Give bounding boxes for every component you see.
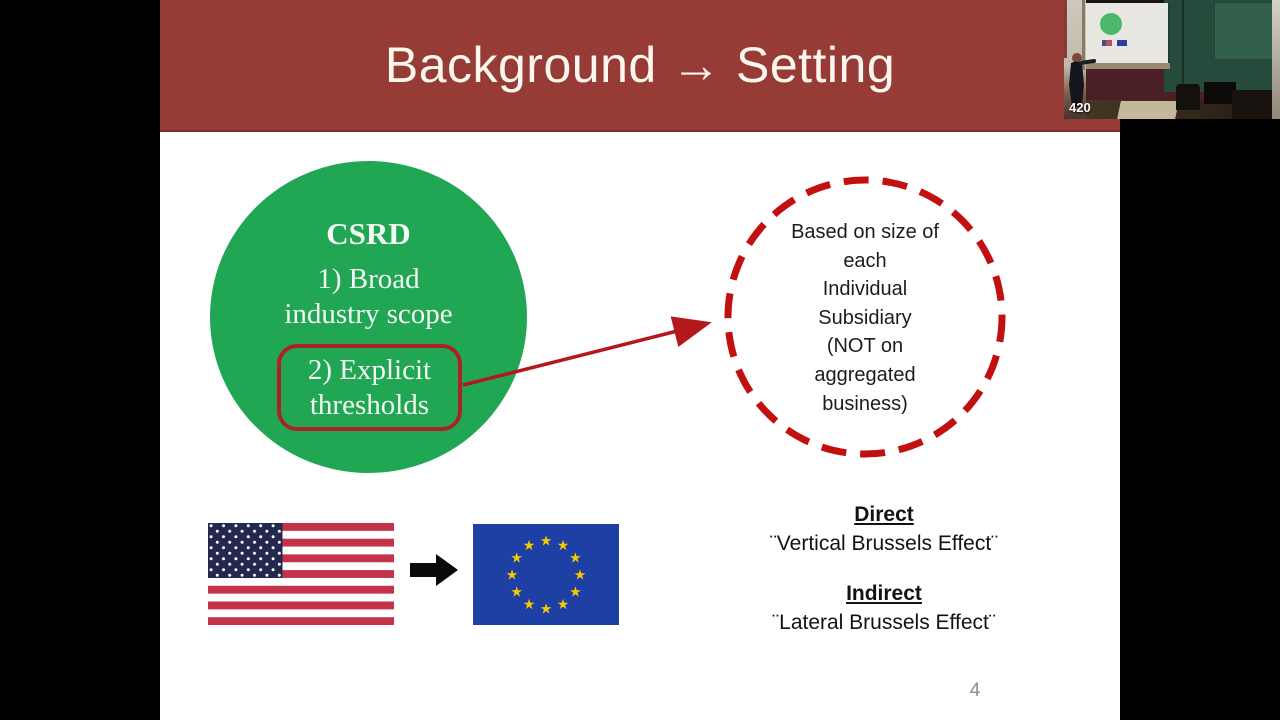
svg-text:★: ★	[523, 597, 536, 613]
csrd-point-broad-scope: 1) Broad industry scope	[284, 263, 453, 330]
svg-text:★: ★	[557, 597, 570, 613]
svg-text:★: ★	[557, 538, 570, 554]
csrd-heading: CSRD	[326, 216, 411, 251]
indirect-quote: ¨Lateral Brussels Effect¨	[772, 611, 996, 634]
svg-text:★: ★	[523, 538, 536, 554]
svg-text:★: ★	[569, 551, 582, 567]
subsidiary-dashed-circle	[724, 176, 1006, 458]
projection-screen	[1084, 3, 1168, 63]
svg-text:★: ★	[540, 534, 553, 550]
side-wall	[1272, 0, 1280, 119]
svg-text:★: ★	[510, 551, 523, 567]
csrd-circle	[210, 161, 527, 473]
csrd-point-explicit-thresholds: 2) Explicit thresholds	[307, 353, 432, 421]
svg-text:★: ★	[540, 602, 553, 618]
subsidiary-circle-text: Based on size of each Individual Subsidi…	[791, 221, 939, 415]
chair-silhouette	[1176, 84, 1200, 110]
svg-text:★: ★	[506, 568, 519, 584]
direct-quote: ¨Vertical Brussels Effect¨	[769, 532, 999, 555]
mini-us-flag	[1102, 40, 1112, 46]
slide-title: Background → Setting	[384, 37, 896, 93]
svg-text:★: ★	[510, 585, 523, 601]
chalkboard	[1164, 0, 1274, 92]
brussels-effects-block: Direct ¨Vertical Brussels Effect¨ Indire…	[744, 503, 1024, 635]
mini-slide-circle	[1100, 13, 1122, 35]
presentation-slide: Background → Setting CSRD 1) Broad indus…	[160, 0, 1120, 720]
lecture-desk	[1117, 101, 1179, 119]
us-flag	[208, 523, 394, 625]
arrow-connector-icon	[462, 316, 712, 387]
video-badge: 420	[1069, 100, 1091, 115]
direct-label: Direct	[854, 503, 914, 526]
svg-text:★: ★	[569, 585, 582, 601]
presenter-silhouette	[1069, 53, 1097, 107]
eu-flag: ★ ★ ★ ★ ★ ★ ★ ★ ★ ★ ★ ★	[473, 524, 619, 625]
right-arrow-icon	[410, 554, 458, 586]
svg-text:★: ★	[574, 568, 587, 584]
mini-eu-flag	[1117, 40, 1127, 46]
explicit-thresholds-box: 2) Explicit thresholds	[277, 344, 462, 431]
slide-header: Background → Setting	[160, 0, 1120, 132]
video-feed[interactable]: 420	[1064, 0, 1280, 119]
page-number: 4	[969, 680, 981, 701]
chalk-tray	[1084, 63, 1170, 69]
indirect-label: Indirect	[846, 582, 922, 605]
monitor-silhouette	[1204, 82, 1236, 104]
